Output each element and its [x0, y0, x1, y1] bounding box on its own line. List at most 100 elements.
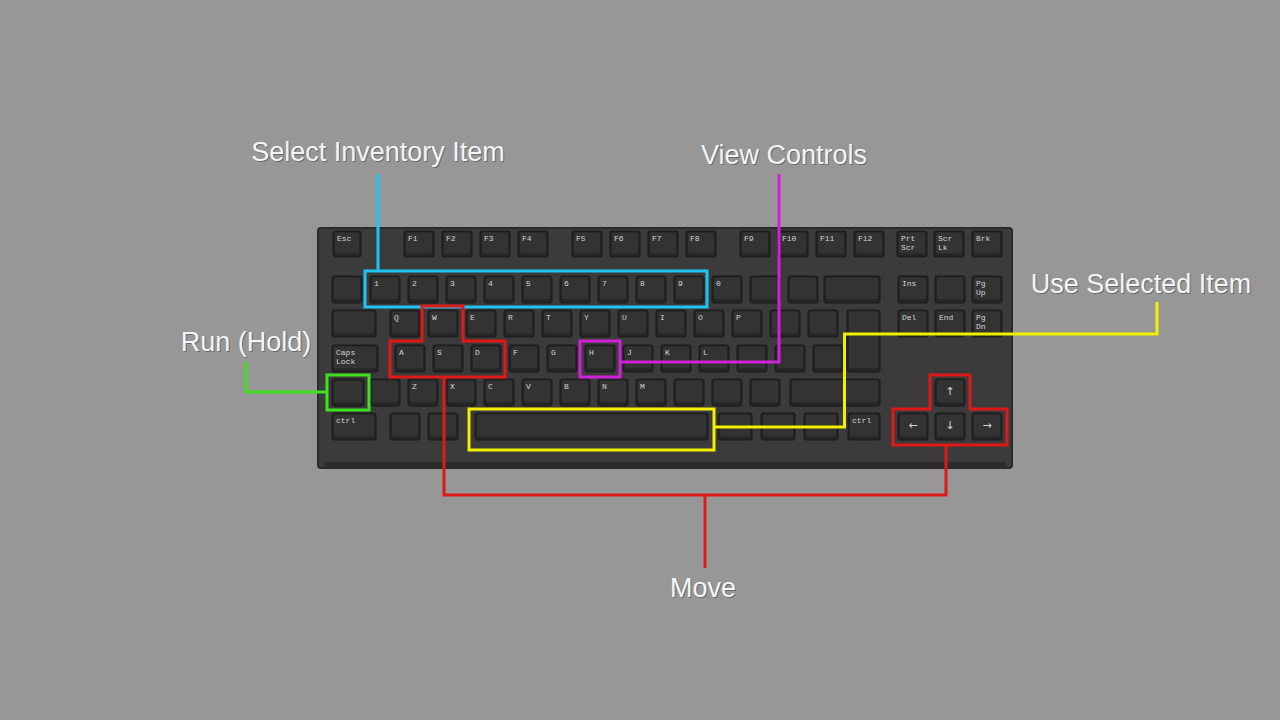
leader-line [377, 174, 380, 271]
key-top [701, 347, 727, 369]
key-legend: Pg Up [976, 279, 999, 297]
key-cap [572, 231, 602, 257]
key-legend: F9 [744, 234, 767, 243]
keyboard-body [318, 228, 1012, 468]
key-cap [404, 231, 434, 257]
key-top [790, 278, 816, 300]
key-top [334, 415, 374, 437]
key-legend: 5 [526, 279, 549, 288]
key-cap [935, 379, 965, 406]
key-top [587, 347, 613, 369]
key-top [406, 233, 432, 254]
leader-line [246, 362, 327, 392]
key-top [742, 233, 768, 254]
key-cap [712, 276, 742, 303]
key-cap [332, 310, 376, 337]
key-top [780, 233, 806, 254]
leader-line [444, 377, 946, 495]
key-cap [390, 413, 420, 440]
key-cap [475, 413, 708, 440]
key-legend: F12 [858, 234, 881, 243]
key-legend: N [602, 382, 625, 391]
key-top [444, 233, 470, 254]
key-legend: K [665, 348, 688, 357]
key-cap [636, 379, 666, 406]
key-cap [395, 345, 425, 372]
space-key-highlight [469, 409, 714, 450]
key-cap [408, 379, 438, 406]
key-legend: ctrl [336, 416, 373, 425]
key-legend: I [660, 313, 683, 322]
key-top [335, 233, 359, 254]
key-top [486, 278, 512, 300]
key-legend: 4 [488, 279, 511, 288]
key-cap [648, 231, 678, 257]
key-cap [740, 231, 770, 257]
key-cap [732, 310, 762, 337]
callout-label: View Controls [701, 140, 867, 171]
key-top [520, 233, 546, 254]
key-top [714, 278, 740, 300]
key-cap [370, 276, 400, 303]
key-legend: T [546, 313, 569, 322]
key-cap [824, 276, 880, 303]
key-legend: Ins [902, 279, 925, 288]
key-cap [778, 231, 808, 257]
key-legend: Y [584, 313, 607, 322]
key-legend: C [488, 382, 511, 391]
key-legend: Caps Lock [336, 348, 362, 366]
key-legend: V [526, 382, 549, 391]
key-cap [332, 379, 364, 406]
key-legend: Esc [337, 234, 358, 243]
key-cap [390, 310, 420, 337]
key-top [482, 233, 508, 254]
key-top [392, 415, 418, 437]
key-legend: J [627, 348, 650, 357]
key-top [334, 381, 362, 403]
key-legend: ctrl [852, 416, 877, 425]
key-top [638, 381, 664, 403]
key-top [974, 233, 1000, 254]
key-cap [618, 310, 648, 337]
key-top [562, 278, 588, 300]
key-legend: F5 [576, 234, 599, 243]
key-top [620, 312, 646, 334]
key-cap [480, 231, 510, 257]
key-cap [972, 276, 1002, 303]
key-top [650, 233, 676, 254]
key-top [849, 312, 878, 369]
callout-label: Select Inventory Item [251, 137, 505, 168]
key-top [638, 278, 664, 300]
key-top [688, 233, 714, 254]
key-legend: A [399, 348, 422, 357]
key-top [477, 415, 706, 437]
key-top [430, 312, 456, 334]
key-top [600, 381, 626, 403]
key-legend: F6 [614, 234, 637, 243]
key-top [392, 312, 418, 334]
key-top [334, 312, 374, 334]
key-cap [686, 231, 716, 257]
number-keys-highlight [365, 271, 707, 307]
leader-line [714, 302, 1157, 427]
key-legend: ← [898, 420, 928, 432]
callout-label: Move [670, 573, 736, 604]
key-legend: 1 [374, 279, 397, 288]
key-top [468, 312, 494, 334]
keyboard-edge [324, 462, 1006, 467]
key-top [739, 347, 765, 369]
key-top [435, 347, 461, 369]
key-top [410, 381, 436, 403]
key-legend: F10 [782, 234, 805, 243]
key-cap [737, 345, 767, 372]
key-cap [370, 379, 400, 406]
key-cap [750, 379, 780, 406]
key-top [549, 347, 575, 369]
key-cap [816, 231, 846, 257]
key-legend: F1 [408, 234, 431, 243]
key-cap [471, 345, 501, 372]
key-top [574, 233, 600, 254]
key-legend: L [703, 348, 726, 357]
